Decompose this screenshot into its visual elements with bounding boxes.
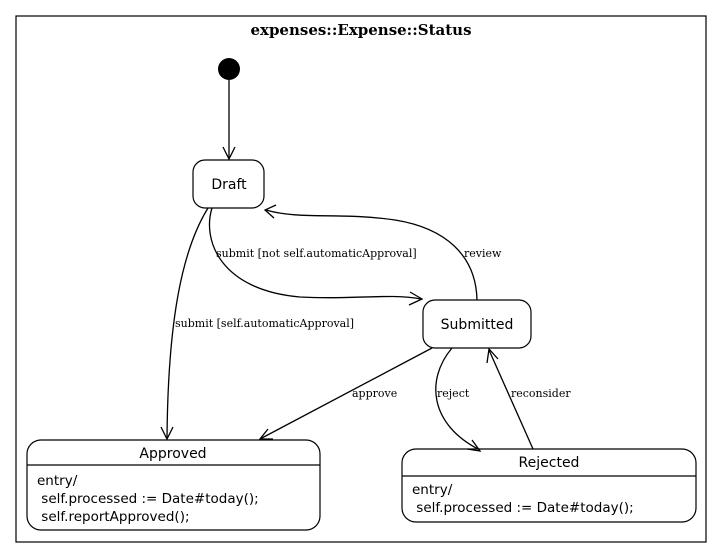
state-approved-action: self.processed := Date#today(); xyxy=(37,491,259,507)
state-approved[interactable]: Approved entry/ self.processed := Date#t… xyxy=(26,439,321,531)
state-submitted[interactable]: Submitted xyxy=(422,299,532,349)
transition-initial-to-draft xyxy=(222,80,236,161)
transition-submitted-to-rejected[interactable]: reject xyxy=(435,347,482,452)
state-approved-action: self.reportApproved(); xyxy=(37,509,190,525)
transition-rejected-to-submitted[interactable]: reconsider xyxy=(486,347,571,450)
state-approved-box xyxy=(26,439,321,531)
state-draft-box xyxy=(192,159,265,209)
transition-label: submit [not self.automaticApproval] xyxy=(216,247,417,260)
transition-label: reject xyxy=(437,387,470,400)
state-rejected-action: self.processed := Date#today(); xyxy=(412,500,634,516)
transition-submitted-to-approved[interactable]: approve xyxy=(258,347,433,440)
state-rejected-box xyxy=(401,448,697,523)
transition-draft-to-approved[interactable]: submit [self.automaticApproval] xyxy=(160,207,354,441)
state-draft-name: Draft xyxy=(211,177,247,193)
state-submitted-name: Submitted xyxy=(441,317,514,333)
transition-draft-to-submitted[interactable]: submit [not self.automaticApproval] xyxy=(208,207,424,306)
state-approved-entry: entry/ xyxy=(37,473,78,489)
transition-submitted-to-draft[interactable]: review xyxy=(263,204,502,301)
state-approved-name: Approved xyxy=(139,446,206,462)
diagram-title: expenses::Expense::Status xyxy=(250,21,471,39)
transition-label: approve xyxy=(352,387,397,400)
transition-label: review xyxy=(464,247,502,260)
transition-label: submit [self.automaticApproval] xyxy=(175,317,354,330)
state-rejected-entry: entry/ xyxy=(412,482,453,498)
state-rejected[interactable]: Rejected entry/ self.processed := Date#t… xyxy=(401,448,697,523)
transition-label: reconsider xyxy=(511,387,571,400)
state-rejected-name: Rejected xyxy=(519,455,580,471)
initial-state xyxy=(218,58,240,80)
state-draft[interactable]: Draft xyxy=(192,159,265,209)
